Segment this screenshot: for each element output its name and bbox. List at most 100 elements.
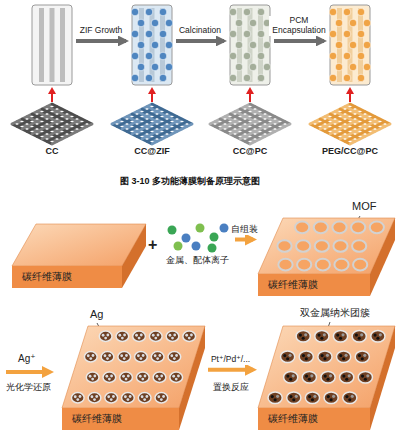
- nanoparticle: [289, 378, 292, 381]
- mof-pore: [358, 371, 372, 383]
- mof-pore: [268, 392, 282, 404]
- nanoparticle: [289, 395, 292, 398]
- mof-pore: [84, 352, 97, 362]
- particle: [249, 41, 257, 49]
- particle: [243, 74, 251, 82]
- zoom-arrow: [249, 93, 251, 102]
- slab-node: 碳纤维薄膜: [12, 224, 146, 288]
- mesh-yarn: [245, 122, 285, 142]
- mof-pore: [122, 393, 135, 403]
- particle: [363, 19, 371, 27]
- mof-pore: [105, 393, 118, 403]
- mesh-yarn: [147, 122, 187, 142]
- mof-pore: [370, 222, 384, 234]
- nanoparticle: [160, 398, 163, 401]
- ion-dot: [208, 244, 217, 253]
- particle: [249, 63, 257, 71]
- particle: [159, 74, 167, 82]
- nanoparticle: [289, 354, 292, 357]
- mof-pore: [99, 331, 112, 341]
- nanoparticle: [118, 334, 121, 337]
- nanoparticle: [324, 375, 327, 378]
- nanoparticle: [106, 357, 109, 360]
- annotation-label: 双金属纳米团簇: [300, 306, 370, 320]
- nanoparticle: [140, 334, 143, 337]
- nanoparticle: [286, 375, 289, 378]
- particle: [257, 8, 265, 16]
- nanoparticle: [110, 375, 113, 378]
- particle: [131, 8, 139, 16]
- particle: [243, 30, 251, 38]
- nanoparticle: [104, 337, 107, 340]
- mof-pore: [321, 371, 335, 383]
- nanoparticle: [141, 378, 144, 381]
- mof-pore: [287, 392, 301, 404]
- nanoparticle: [93, 398, 96, 401]
- particle: [257, 74, 265, 82]
- mesh-yarn: [52, 124, 92, 144]
- nanoparticle: [110, 398, 113, 401]
- mof-pore: [103, 372, 116, 382]
- mesh-yarn: [350, 124, 390, 144]
- slab-side-face: [122, 224, 146, 288]
- mof-pore: [138, 393, 151, 403]
- carbon-fiber: [39, 8, 44, 82]
- nanoparticle: [286, 357, 289, 360]
- nanoparticle: [308, 378, 311, 381]
- nanoparticle: [341, 333, 344, 336]
- annotation-label: +: [148, 236, 157, 254]
- nanoparticle: [329, 374, 332, 377]
- nanoparticle: [358, 354, 361, 357]
- particle: [229, 30, 237, 38]
- nanoparticle: [141, 395, 144, 398]
- process-arrow: [274, 39, 324, 43]
- mof-pore: [296, 330, 310, 342]
- mof-pore: [337, 351, 351, 363]
- mof-pore: [333, 240, 347, 252]
- mof-pore: [316, 259, 330, 271]
- mof-pore: [355, 351, 369, 363]
- nanoparticle: [129, 395, 132, 398]
- nanoparticle: [332, 395, 335, 398]
- zoom-arrow-head: [346, 87, 354, 94]
- column-body: [230, 5, 270, 85]
- nanoparticle: [321, 354, 324, 357]
- particle: [137, 63, 145, 71]
- slab-node: 碳纤维薄膜: [62, 326, 205, 430]
- mof-pore: [151, 352, 164, 362]
- nanoparticle: [363, 354, 366, 357]
- mof-pore: [168, 352, 181, 362]
- nanoparticle: [138, 337, 141, 340]
- particle: [131, 74, 139, 82]
- mof-pore: [153, 372, 166, 382]
- slab-node: 碳纤维薄膜: [258, 326, 395, 430]
- particle: [357, 52, 365, 60]
- nanoparticle: [123, 334, 126, 337]
- nanoparticle: [173, 334, 176, 337]
- particle: [349, 19, 357, 27]
- mof-pore: [299, 351, 313, 363]
- mesh-yarn: [250, 124, 290, 144]
- nanoparticle: [175, 354, 178, 357]
- particle: [159, 8, 167, 16]
- particle: [357, 30, 365, 38]
- nanoparticle: [326, 378, 329, 381]
- particle: [235, 41, 243, 49]
- particle: [131, 52, 139, 60]
- nanoparticle: [360, 333, 363, 336]
- carbon-fiber: [160, 8, 165, 82]
- particle: [243, 8, 251, 16]
- nanoparticle: [317, 334, 320, 337]
- nanoparticle: [91, 395, 94, 398]
- nanoparticle: [76, 398, 79, 401]
- mof-pore: [295, 222, 309, 234]
- nanoparticle: [171, 337, 174, 340]
- mof-pore: [149, 331, 162, 341]
- nanoparticle: [326, 354, 329, 357]
- nanoparticle: [307, 354, 310, 357]
- particle: [357, 74, 365, 82]
- mof-pore: [302, 371, 316, 383]
- particle: [335, 19, 343, 27]
- nanoparticle: [158, 378, 161, 381]
- ion-cluster: [162, 222, 232, 252]
